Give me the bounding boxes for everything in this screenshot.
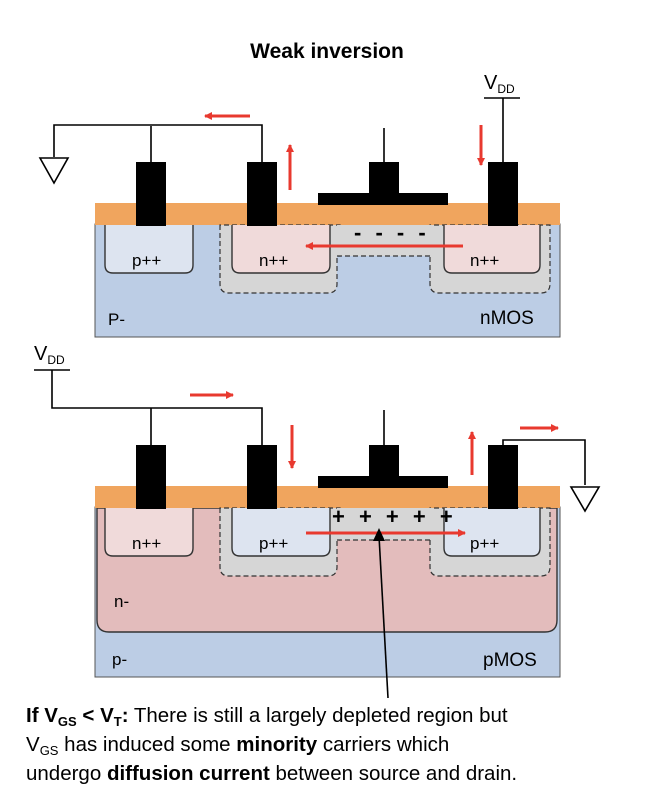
pmos-source-region — [231, 508, 331, 557]
pmos-substrate-label: p- — [112, 650, 128, 669]
pmos-drain-region — [443, 508, 541, 557]
pmos-channel-charges: + + + + + — [332, 504, 457, 529]
pmos-drain-contact — [488, 445, 518, 509]
nmos-source-contact — [247, 162, 277, 226]
pmos-drain-label: p++ — [470, 534, 500, 553]
nmos-vdd-wire — [484, 97, 520, 162]
nmos-vdd-label: VDD — [484, 72, 515, 96]
nmos-source-region — [231, 225, 331, 274]
pmos-device — [34, 369, 601, 699]
caption: If VGS < VT: There is still a largely de… — [26, 702, 646, 787]
pmos-vdd-wire — [34, 369, 263, 445]
nmos-source-label: n++ — [259, 251, 289, 270]
nmos-channel-charges: - - - - — [354, 220, 430, 245]
pmos-device-label: pMOS — [483, 650, 537, 671]
pmos-gate-plate — [318, 476, 448, 488]
caption-line-1: If VGS < VT: There is still a largely de… — [26, 704, 508, 729]
pmos-well-label: n- — [114, 592, 130, 611]
nmos-body-contact — [136, 162, 166, 226]
caption-line-2: VGS has induced some minority carriers w… — [26, 733, 450, 758]
pmos-body-contact-label: n++ — [132, 534, 162, 553]
pmos-ground-symbol — [569, 486, 601, 513]
pmos-body-contact-region — [104, 508, 194, 557]
nmos-drain-contact — [488, 162, 518, 226]
nmos-gate-stem — [369, 162, 399, 194]
pmos-source-contact — [247, 445, 277, 509]
nmos-device — [38, 97, 561, 338]
nmos-gate-plate — [318, 193, 448, 205]
pmos-oxide-layer — [95, 486, 560, 508]
pmos-pointer-line — [378, 535, 389, 699]
nmos-ground-wire — [53, 124, 263, 162]
pmos-source-label: p++ — [259, 534, 289, 553]
nmos-drain-label: n++ — [470, 251, 500, 270]
pmos-vdd-label: VDD — [34, 343, 65, 367]
pmos-gate-stem — [369, 445, 399, 477]
diagram-title: Weak inversion — [250, 40, 404, 63]
pmos-ground-wire — [502, 439, 586, 485]
nmos-body-contact-label: p++ — [132, 251, 162, 270]
nmos-oxide-layer — [95, 203, 560, 225]
pmos-body-contact — [136, 445, 166, 509]
nmos-body-contact-region — [104, 225, 194, 274]
nmos-channel-depletion — [337, 225, 432, 256]
nmos-device-label: nMOS — [480, 308, 534, 329]
caption-line-3: undergo diffusion current between source… — [26, 762, 518, 785]
nmos-substrate-label: P- — [108, 310, 125, 329]
nmos-drain-region — [443, 225, 541, 274]
nmos-ground-symbol — [38, 157, 70, 185]
pmos-pointer-head — [373, 528, 385, 541]
